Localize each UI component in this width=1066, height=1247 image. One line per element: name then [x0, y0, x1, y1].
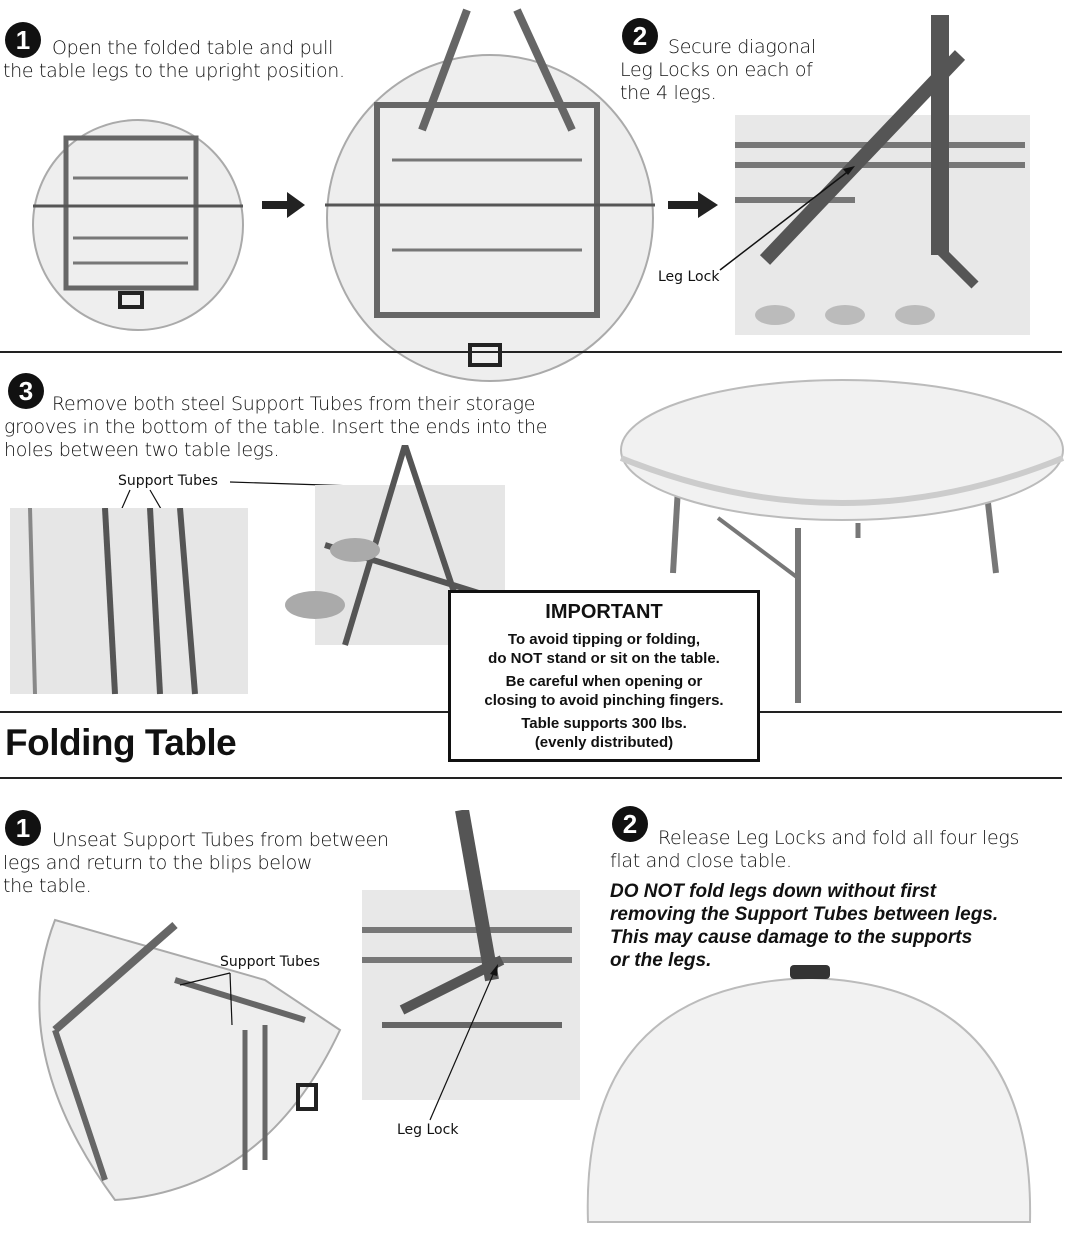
step-3-badge: 3	[8, 373, 44, 409]
fold-step-2-text-line-1: Release Leg Locks and fold all four legs	[658, 827, 1020, 849]
half-folded-table-photo	[38, 918, 342, 1202]
section-title: Folding Table	[5, 722, 237, 763]
notice-line: To avoid tipping or folding,	[507, 631, 701, 648]
callout-arrow	[429, 964, 498, 1121]
callout-arrows	[179, 972, 233, 1026]
notice-line: Be careful when opening or	[505, 673, 703, 690]
step-1-text-line-1: Open the folded table and pull	[52, 37, 334, 59]
step-3-text-line-1: Remove both steel Support Tubes from the…	[52, 393, 536, 415]
fold-step-1-text-line-1: Unseat Support Tubes from between	[52, 829, 389, 851]
section-divider	[0, 777, 1062, 779]
fold-step-2-text-line-2: flat and close table.	[610, 850, 792, 872]
folded-table-photo	[586, 965, 1032, 1223]
fold-step-1-badge: 1	[5, 810, 41, 846]
step-2-text-line-3: the 4 legs.	[620, 82, 717, 104]
step-1-text-line-2: the table legs to the upright position.	[3, 60, 345, 82]
support-tubes-callout: Support Tubes	[118, 473, 218, 489]
fold-step-1-text-line-3: the table.	[3, 875, 92, 897]
arrow-right-icon	[668, 192, 718, 218]
step-3-text-line-2: grooves in the bottom of the table. Inse…	[4, 416, 548, 438]
step-2-text-line-1: Secure diagonal	[668, 36, 816, 58]
fold-step-1-text-line-2: legs and return to the blips below	[3, 852, 313, 874]
step-3-text-line-3: holes between two table legs.	[4, 439, 280, 461]
step-1-badge: 1	[5, 22, 41, 58]
warning-line: or the legs.	[610, 950, 712, 971]
unfolded-table-image	[325, 8, 655, 382]
step-2-badge: 2	[622, 18, 658, 54]
fold-step-2-badge: 2	[612, 806, 648, 842]
warning-line: DO NOT fold legs down without first	[610, 881, 937, 902]
section-divider	[0, 351, 1062, 353]
warning-line: This may cause damage to the supports	[610, 927, 973, 948]
notice-line: Table supports 300 lbs.	[521, 715, 687, 732]
notice-line: do NOT stand or sit on the table.	[488, 650, 720, 667]
arrow-right-icon	[262, 192, 305, 218]
fold-warning: DO NOT fold legs down without first remo…	[610, 880, 998, 972]
important-heading: IMPORTANT	[545, 601, 663, 623]
warning-line: removing the Support Tubes between legs.	[610, 904, 999, 925]
support-tubes-photo	[10, 508, 248, 695]
release-leg-lock-photo	[362, 810, 580, 1100]
leg-lock-callout: Leg Lock	[397, 1122, 459, 1138]
leg-lock-photo	[735, 15, 1030, 335]
leg-lock-callout: Leg Lock	[658, 269, 720, 285]
callout-arrow	[719, 166, 855, 271]
important-notice: IMPORTANT To avoid tipping or folding, do…	[448, 590, 760, 762]
step-2-text-line-2: Leg Locks on each of	[620, 59, 813, 81]
notice-line: (evenly distributed)	[534, 734, 674, 751]
folded-table-image	[32, 119, 244, 331]
notice-line: closing to avoid pinching fingers.	[484, 692, 724, 709]
assembled-table-photo	[619, 379, 1065, 703]
support-tubes-callout: Support Tubes	[220, 954, 320, 970]
